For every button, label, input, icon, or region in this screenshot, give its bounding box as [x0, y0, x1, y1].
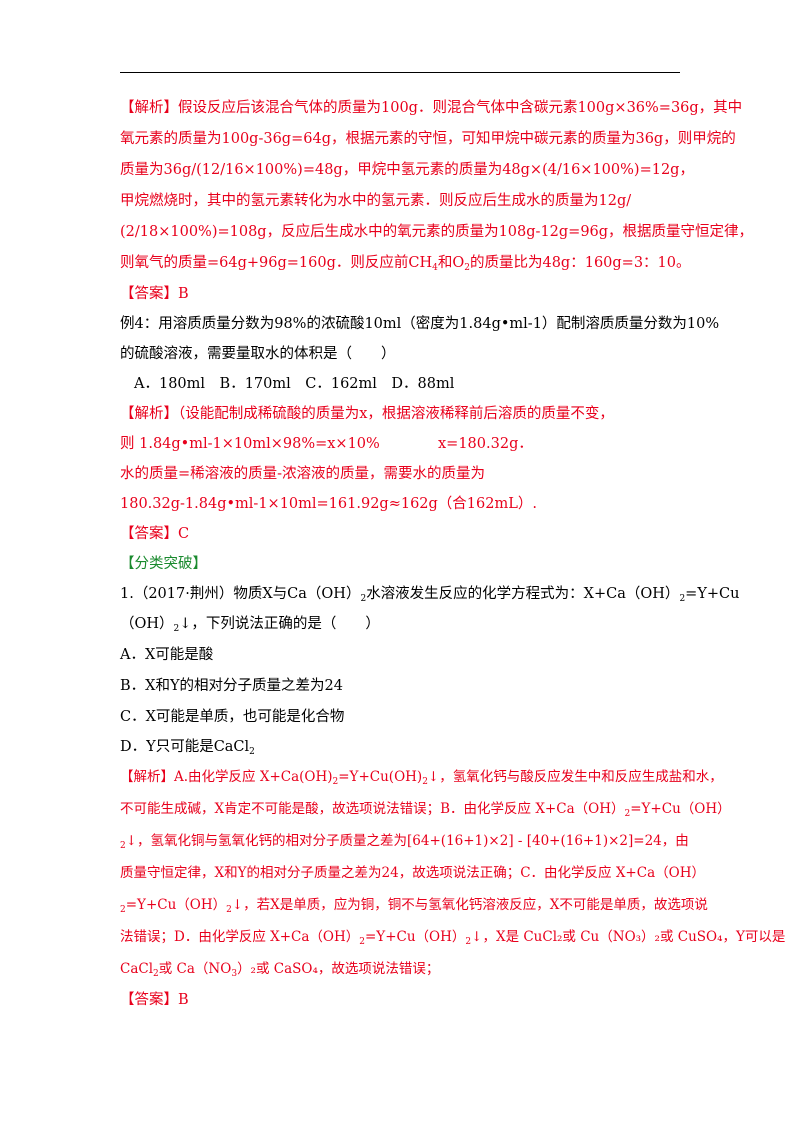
ex3-analysis-line: 氧元素的质量为100g-36g=64g，根据元素的守恒，可知甲烷中碳元素的质量为…: [120, 131, 736, 147]
q1-analysis-line: 不可能生成碱，X肯定不可能是酸，故选项说法错误；B．由化学反应 X+Ca（OH）…: [120, 801, 731, 819]
q1-analysis-line: 【解析】A.由化学反应 X+Ca(OH)2=Y+Cu(OH)2↓，氢氧化钙与酸反…: [120, 769, 723, 787]
ex4-analysis-line: 则 1.84g•ml-1×10ml×98%=x×10%: [120, 436, 380, 452]
ex4-analysis-result: x=180.32g．: [438, 436, 533, 452]
ex4-analysis-line: 水的质量=稀溶液的质量-浓溶液的质量，需要水的质量为: [120, 466, 486, 482]
ex4-question: 例4：用溶质质量分数为98%的浓硫酸10ml（密度为1.84g•ml-1）配制溶…: [120, 316, 720, 332]
q1-option: A．X可能是酸: [120, 647, 214, 663]
ex4-options: A．180ml B．170ml C．162ml D．88ml: [134, 376, 455, 392]
q1-answer: 【答案】B: [120, 992, 189, 1008]
q1-option: C．X可能是单质，也可能是化合物: [120, 709, 345, 725]
ex3-answer: 【答案】B: [120, 286, 189, 302]
section-title: 【分类突破】: [120, 556, 207, 572]
ex4-question: 的硫酸溶液，需要量取水的体积是（ ）: [120, 346, 396, 362]
q1-analysis-line: 2↓，氢氧化铜与氢氧化钙的相对分子质量之差为[64+(16+1)×2] - [4…: [120, 833, 689, 851]
q1-analysis-line: 质量守恒定律，X和Y的相对分子质量之差为24，故选项说法正确；C．由化学反应 X…: [120, 865, 705, 881]
ex3-analysis-line: 质量为36g/(12/16×100%)=48g，甲烷中氢元素的质量为48g×(4…: [120, 162, 694, 178]
q1-stem: （OH）2↓，下列说法正确的是（ ）: [120, 616, 380, 634]
q1-analysis-line: 法错误；D．由化学反应 X+Ca（OH）2=Y+Cu（OH）2↓，X是 CuCl…: [120, 929, 786, 947]
ex4-answer: 【答案】C: [120, 526, 190, 542]
ex3-analysis-line: 则氧气的质量=64g+96g=160g．则反应前CH4和O2的质量比为48g：1…: [120, 255, 691, 273]
q1-analysis-line: CaCl2或 Ca（NO3）₂或 CaSO₄，故选项说法错误；: [120, 961, 440, 979]
ex4-analysis-line: 【解析】（设能配制成稀硫酸的质量为x，根据溶液稀释前后溶质的质量不变，: [120, 406, 614, 422]
ex3-analysis-line: (2/18×100%)=108g，反应后生成水中的氧元素的质量为108g-12g…: [120, 224, 754, 240]
q1-analysis-line: 2=Y+Cu（OH）2↓，若X是单质，应为铜，铜不与氢氧化钙溶液反应，X不可能是…: [120, 897, 708, 915]
q1-option: D．Y只可能是CaCl2: [120, 739, 255, 757]
ex4-analysis-line: 180.32g-1.84g•ml-1×10ml=161.92g≈162g（合16…: [120, 496, 537, 512]
ex3-analysis-line: 【解析】假设反应后该混合气体的质量为100g．则混合气体中含碳元素100g×36…: [120, 100, 743, 116]
q1-stem: 1.（2017·荆州）物质X与Ca（OH）2水溶液发生反应的化学方程式为：X+C…: [120, 586, 740, 604]
q1-option: B．X和Y的相对分子质量之差为24: [120, 678, 344, 694]
header-rule: [120, 72, 680, 73]
ex3-analysis-line: 甲烷燃烧时，其中的氢元素转化为水中的氢元素．则反应后生成水的质量为12g/: [120, 193, 632, 209]
